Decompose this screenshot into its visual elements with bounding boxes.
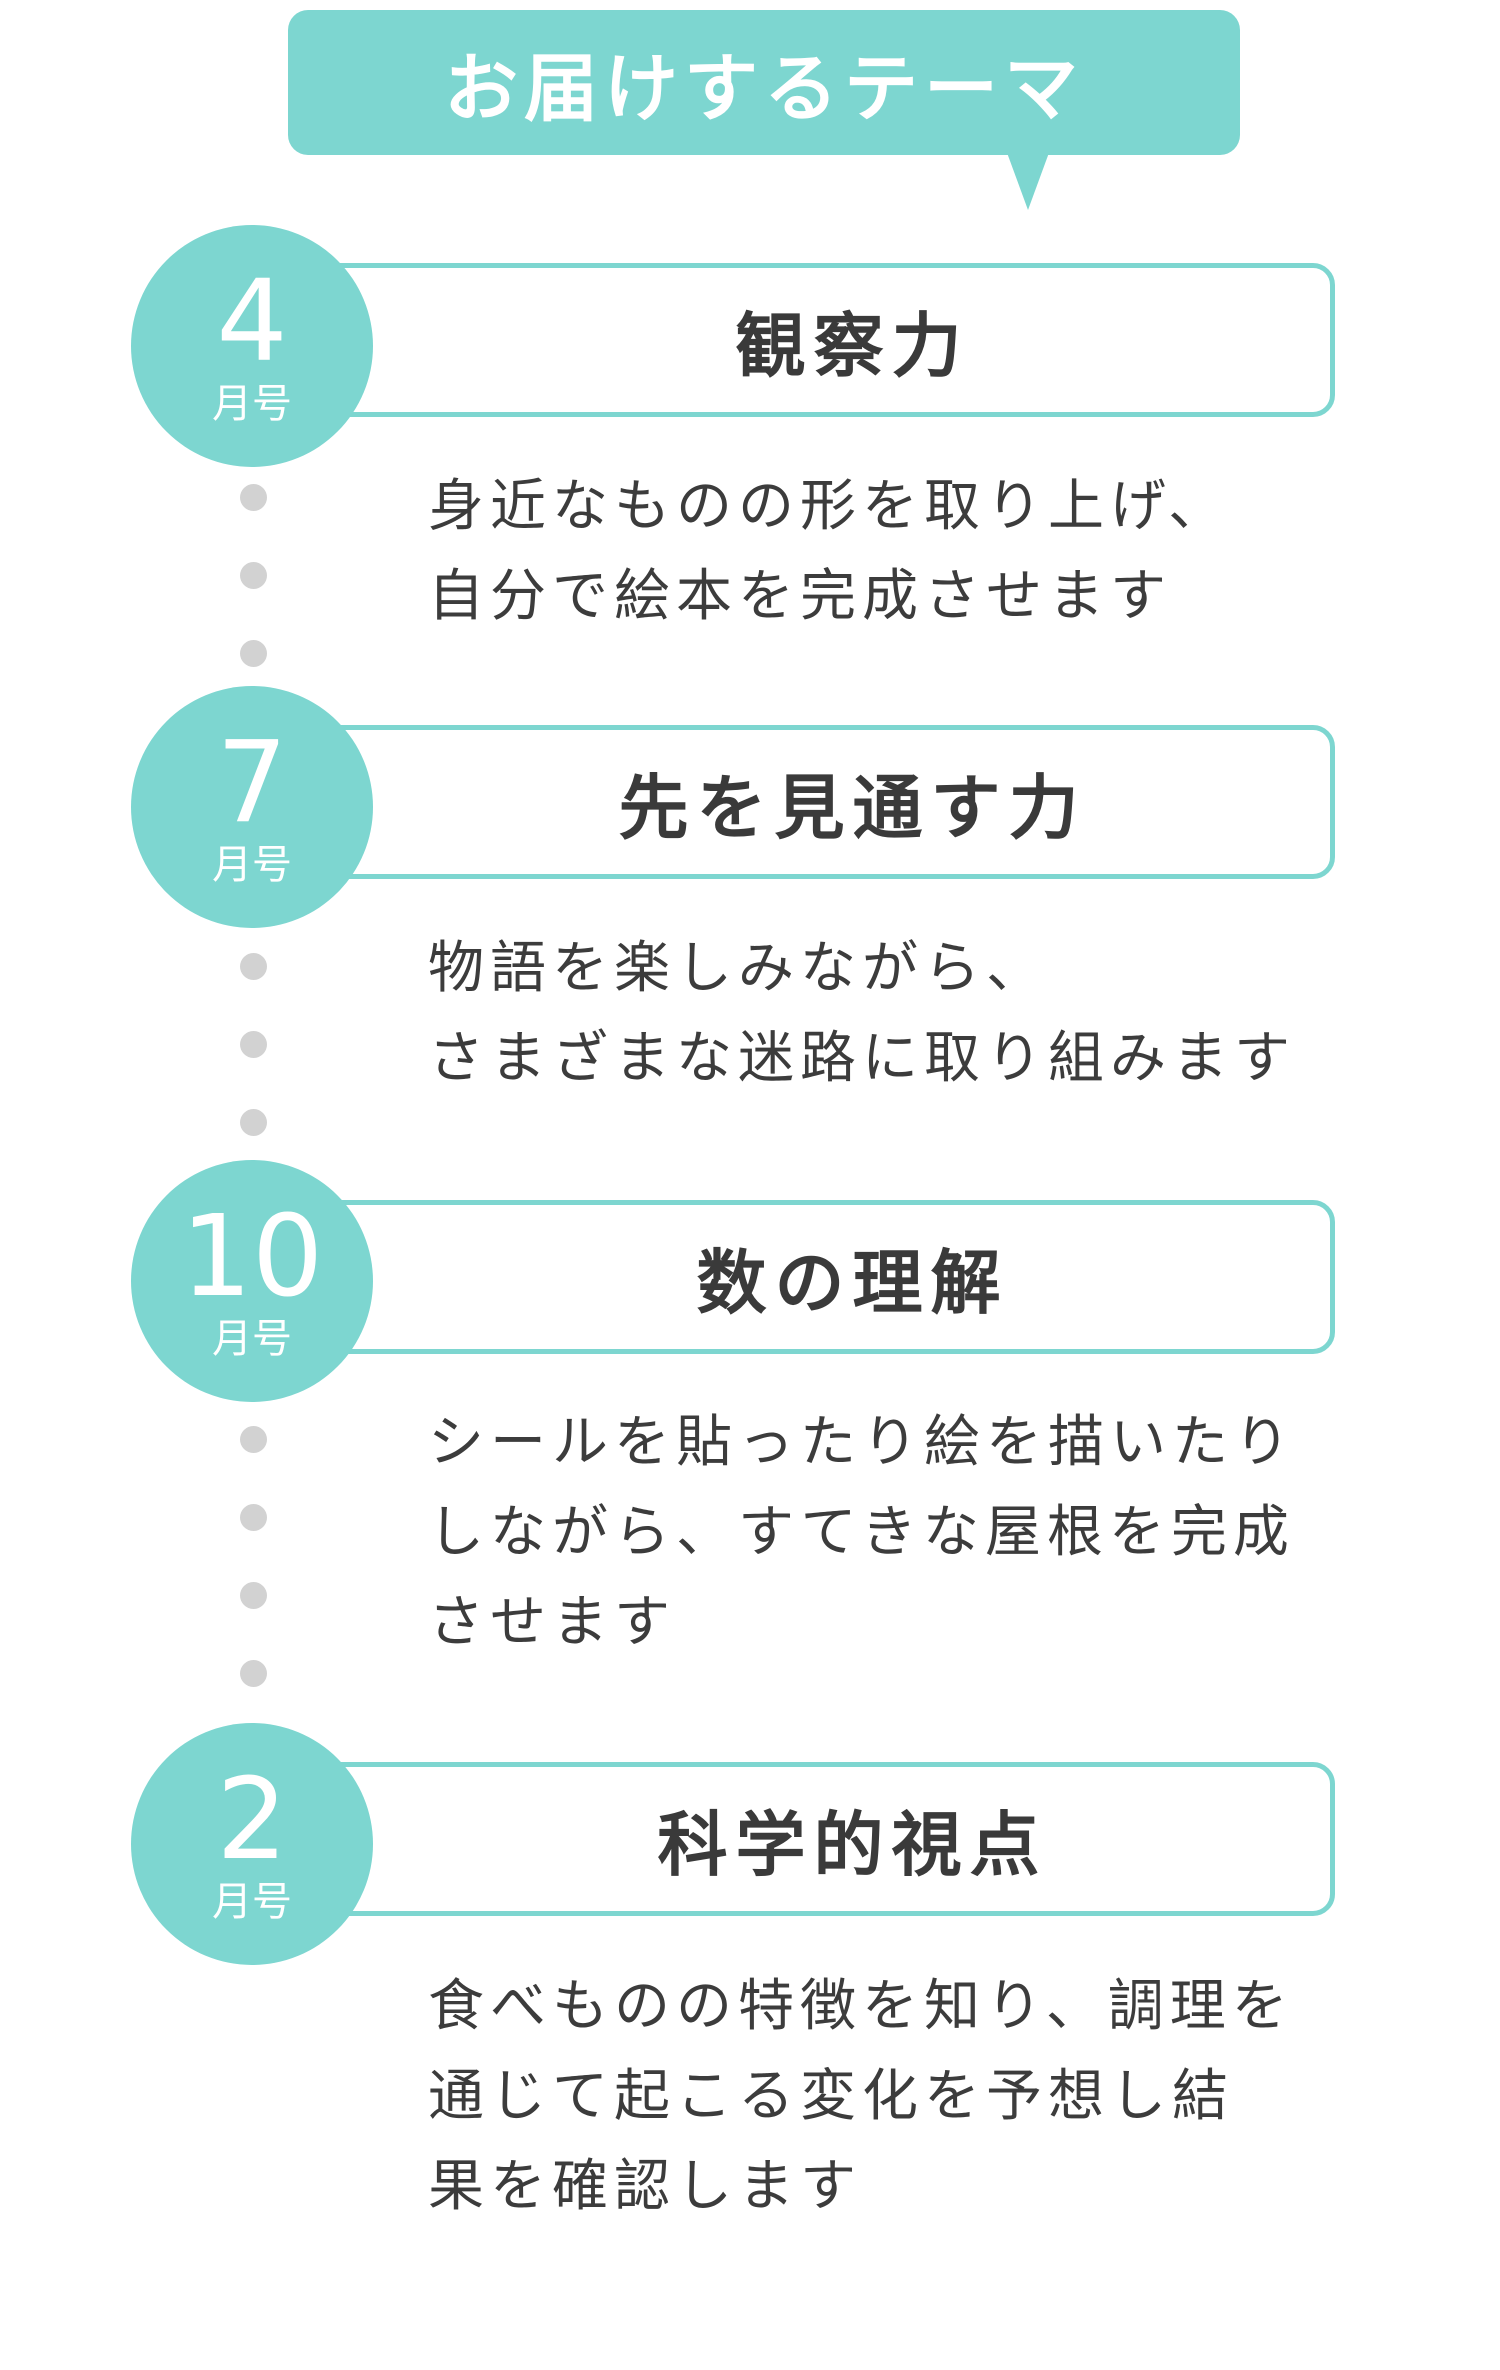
month-badge: 4 月号 (131, 225, 373, 467)
theme-description: シールを貼ったり絵を描いたり しながら、すてきな屋根を完成 させます (428, 1398, 1328, 1668)
theme-title: 観察力 (735, 304, 970, 387)
month-number: 7 (216, 718, 288, 848)
month-unit: 月号 (212, 1879, 292, 1925)
description-line: さまざまな迷路に取り組みます (428, 1026, 1296, 1091)
timeline-dot (240, 484, 267, 511)
timeline-dot (240, 1109, 267, 1136)
theme-title-box: 観察力 (310, 263, 1335, 417)
month-unit: 月号 (212, 842, 292, 888)
theme-title-box: 先を見通す力 (310, 725, 1335, 879)
description-line: 通じて起こる変化を予想し結 (428, 2064, 1234, 2129)
theme-description: 物語を楽しみながら、 さまざまな迷路に取り組みます (428, 924, 1328, 1104)
theme-title-box: 科学的視点 (310, 1762, 1335, 1916)
description-line: シールを貼ったり絵を描いたり (428, 1410, 1296, 1475)
timeline-dot (240, 562, 267, 589)
timeline-dot (240, 1031, 267, 1058)
timeline-dot (240, 1582, 267, 1609)
description-line: させます (428, 1590, 676, 1655)
month-badge: 7 月号 (131, 686, 373, 928)
month-badge: 10 月号 (131, 1160, 373, 1402)
theme-title: 数の理解 (696, 1241, 1009, 1324)
description-line: 自分で絵本を完成させます (428, 564, 1172, 629)
header-speech-bubble: お届けするテーマ (288, 10, 1240, 155)
description-line: 食べものの特徴を知り、調理を (428, 1974, 1294, 2039)
description-line: 果を確認します (428, 2154, 862, 2219)
month-number: 2 (216, 1755, 288, 1885)
month-number: 10 (180, 1192, 324, 1322)
theme-title-box: 数の理解 (310, 1200, 1335, 1354)
timeline-dot (240, 1504, 267, 1531)
month-unit: 月号 (212, 1316, 292, 1362)
header-title: お届けするテーマ (444, 46, 1084, 132)
description-line: しながら、すてきな屋根を完成 (428, 1500, 1295, 1565)
month-unit: 月号 (212, 381, 292, 427)
description-line: 物語を楽しみながら、 (428, 936, 1048, 1001)
timeline-dot (240, 1660, 267, 1687)
theme-title: 先を見通す力 (618, 766, 1087, 849)
timeline-dot (240, 1426, 267, 1453)
theme-description: 身近なものの形を取り上げ、 自分で絵本を完成させます (428, 462, 1328, 642)
theme-title: 科学的視点 (657, 1803, 1048, 1886)
timeline-dot (240, 953, 267, 980)
month-number: 4 (216, 257, 288, 387)
theme-description: 食べものの特徴を知り、調理を 通じて起こる変化を予想し結 果を確認します (428, 1962, 1328, 2232)
timeline-dot (240, 640, 267, 667)
description-line: 身近なものの形を取り上げ、 (428, 474, 1231, 539)
month-badge: 2 月号 (131, 1723, 373, 1965)
